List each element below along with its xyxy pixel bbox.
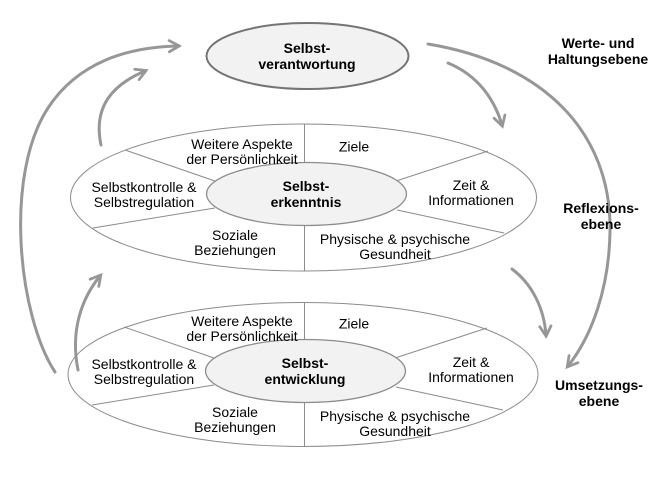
arrow-bottom-to-middle-left: [74, 276, 100, 372]
wheel-implementation-hub-ellipse: [204, 338, 407, 404]
wheel-reflection: [70, 123, 537, 272]
segment-label-zeit-informationen: Zeit & Informationen: [428, 177, 514, 208]
segment-label-physische-gesundheit: Physische & psychische Gesundheit: [319, 408, 471, 439]
divider: [124, 149, 216, 182]
segment-label-soziale-beziehungen: Soziale Beziehungen: [194, 404, 276, 435]
segment-label-weitere-aspekte: Weitere Aspekte der Persönlichkeit: [186, 313, 298, 344]
wheel-reflection-hub-ellipse: [205, 161, 408, 227]
wheel-implementation: [67, 302, 539, 447]
divider: [394, 327, 488, 359]
level-label-werte-haltung: Werte- und Haltungsebene: [547, 35, 649, 67]
segment-label-ziele: Ziele: [338, 315, 370, 332]
arrow-top-to-middle-right: [446, 61, 502, 125]
divider: [395, 150, 489, 182]
segment-label-selbstkontrolle: Selbstkontrolle & Selbstregulation: [91, 179, 197, 210]
divider: [395, 386, 504, 411]
divider: [92, 207, 216, 229]
level-label-umsetzung: Umsetzungs- ebene: [555, 377, 643, 409]
top-node-line1: Selbst-: [283, 40, 331, 56]
segment-label-weitere-aspekte: Weitere Aspekte der Persönlichkeit: [186, 136, 298, 167]
arrow-bottom-to-top-left: [19, 46, 178, 374]
segment-label-ziele: Ziele: [338, 138, 370, 155]
top-node-ellipse: [205, 22, 410, 90]
wheel-implementation-outer-ellipse: [67, 302, 539, 447]
wheel-reflection-outer-ellipse: [70, 123, 537, 272]
wheel-implementation-hub-label: Selbst- entwicklung: [264, 355, 346, 387]
level-label-reflexion: Reflexions- ebene: [563, 200, 639, 232]
wheel-reflection-hub-label: Selbst- erkenntnis: [270, 178, 342, 210]
divider: [91, 384, 215, 406]
divider: [123, 326, 215, 359]
segment-label-zeit-informationen: Zeit & Informationen: [428, 354, 514, 385]
cycle-arrows: [19, 42, 612, 374]
segment-label-physische-gesundheit: Physische & psychische Gesundheit: [319, 231, 471, 262]
top-node-line2: verantwortung: [258, 56, 356, 72]
segment-label-soziale-beziehungen: Soziale Beziehungen: [194, 227, 276, 258]
arrow-middle-to-bottom-right: [510, 267, 546, 335]
divider: [396, 209, 505, 234]
arrow-top-to-bottom-right: [426, 42, 612, 366]
segment-label-selbstkontrolle: Selbstkontrolle & Selbstregulation: [91, 356, 197, 387]
top-node-label: Selbst- verantwortung: [258, 40, 355, 72]
arrow-middle-to-top-left: [97, 71, 145, 147]
